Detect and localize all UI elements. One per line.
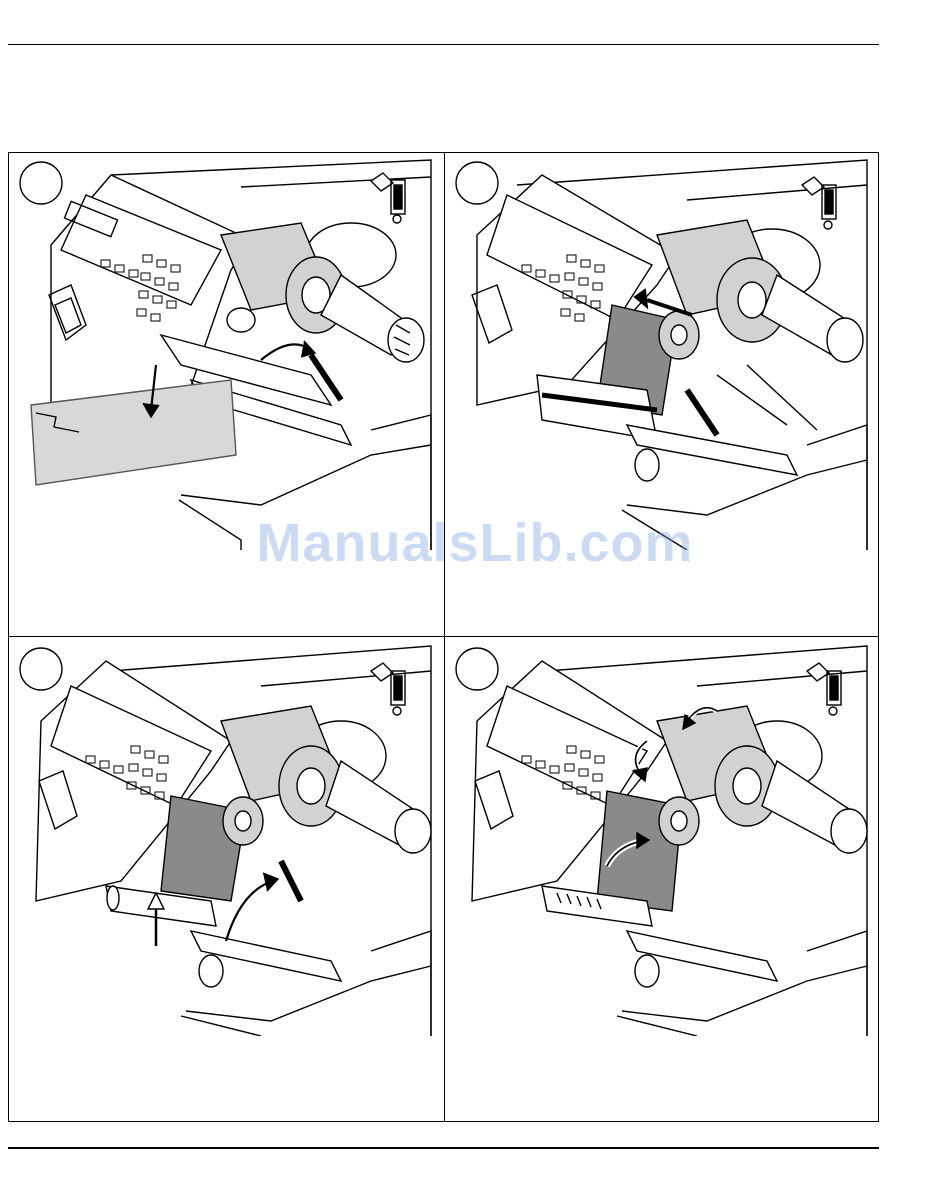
step-panel-3 — [11, 641, 441, 1036]
bottom-rule — [8, 1147, 879, 1149]
step-panel-4 — [447, 641, 877, 1036]
printer-ribbon-illustration-1 — [11, 155, 441, 550]
printer-ribbon-illustration-2 — [447, 155, 877, 550]
grid-divider-horizontal — [9, 636, 878, 637]
top-rule — [8, 44, 879, 45]
step-number-circle — [20, 162, 62, 204]
printer-ribbon-illustration-4 — [447, 641, 877, 1036]
printer-ribbon-illustration-3 — [11, 641, 441, 1036]
step-panel-2 — [447, 155, 877, 550]
step-number-circle — [456, 648, 498, 690]
illustration-grid — [8, 152, 879, 1122]
grid-divider-vertical — [444, 153, 445, 1121]
step-number-circle — [20, 648, 62, 690]
step-number-circle — [456, 162, 498, 204]
watermark-text: ManualsLib.com — [0, 512, 950, 574]
step-panel-1 — [11, 155, 441, 550]
